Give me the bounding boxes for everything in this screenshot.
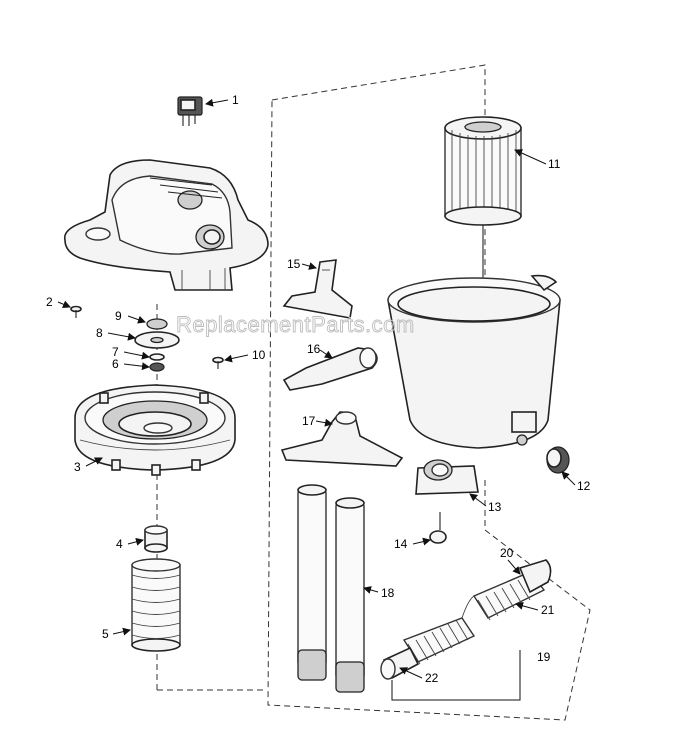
- part-15-nozzle: [282, 259, 353, 319]
- part-12-drain-cap: [546, 446, 570, 474]
- callout-3: 3: [74, 460, 81, 474]
- callout-17: 17: [302, 414, 316, 428]
- part-2-screw: [70, 305, 82, 318]
- callout-4: 4: [116, 537, 123, 551]
- part-6-nut: [149, 362, 165, 372]
- callout-18: 18: [381, 586, 395, 600]
- part-3-filter-cage: [74, 384, 236, 476]
- callout-19: 19: [537, 650, 551, 664]
- leader-lines: [57, 98, 576, 701]
- callout-11: 11: [548, 157, 561, 171]
- part-4-cap: [144, 525, 168, 553]
- callout-15: 15: [287, 257, 301, 271]
- callout-12: 12: [577, 479, 591, 493]
- motor-head-housing: [63, 159, 269, 291]
- part-1-switch: [177, 96, 203, 126]
- part-17-floor-nozzle: [280, 411, 404, 467]
- part-8-disc: [134, 331, 180, 349]
- callout-22: 22: [425, 671, 439, 685]
- part-19-hose-assembly: [380, 559, 552, 680]
- part-11-filter: [444, 116, 522, 226]
- callout-labels: 1 2 9 8 7 6 10 3 4 5 11 12 13 14 15 16 1…: [46, 93, 591, 685]
- callout-6: 6: [112, 357, 119, 371]
- part-13-caster: [415, 459, 479, 495]
- tank-drum: [387, 274, 561, 449]
- part-14-fitting: [429, 512, 447, 544]
- callout-1: 1: [232, 93, 239, 107]
- assembly-boundary: [267, 64, 591, 721]
- callout-21: 21: [541, 603, 555, 617]
- watermark: ReplacementParts.com: [176, 312, 415, 337]
- part-18-wands: [297, 484, 365, 693]
- callout-7: 7: [112, 345, 119, 359]
- callout-9: 9: [115, 309, 122, 323]
- callout-13: 13: [488, 500, 502, 514]
- part-16-crevice-tool: [282, 347, 378, 391]
- part-5-float-cage: [131, 558, 181, 652]
- callout-8: 8: [96, 326, 103, 340]
- callout-14: 14: [394, 537, 408, 551]
- callout-16: 16: [307, 342, 321, 356]
- callout-2: 2: [46, 295, 53, 309]
- callout-20: 20: [500, 546, 514, 560]
- part-9-washer: [146, 318, 168, 330]
- part-10-screw: [212, 356, 224, 369]
- callout-5: 5: [102, 627, 109, 641]
- callout-10: 10: [252, 348, 266, 362]
- part-7-washer: [149, 353, 165, 361]
